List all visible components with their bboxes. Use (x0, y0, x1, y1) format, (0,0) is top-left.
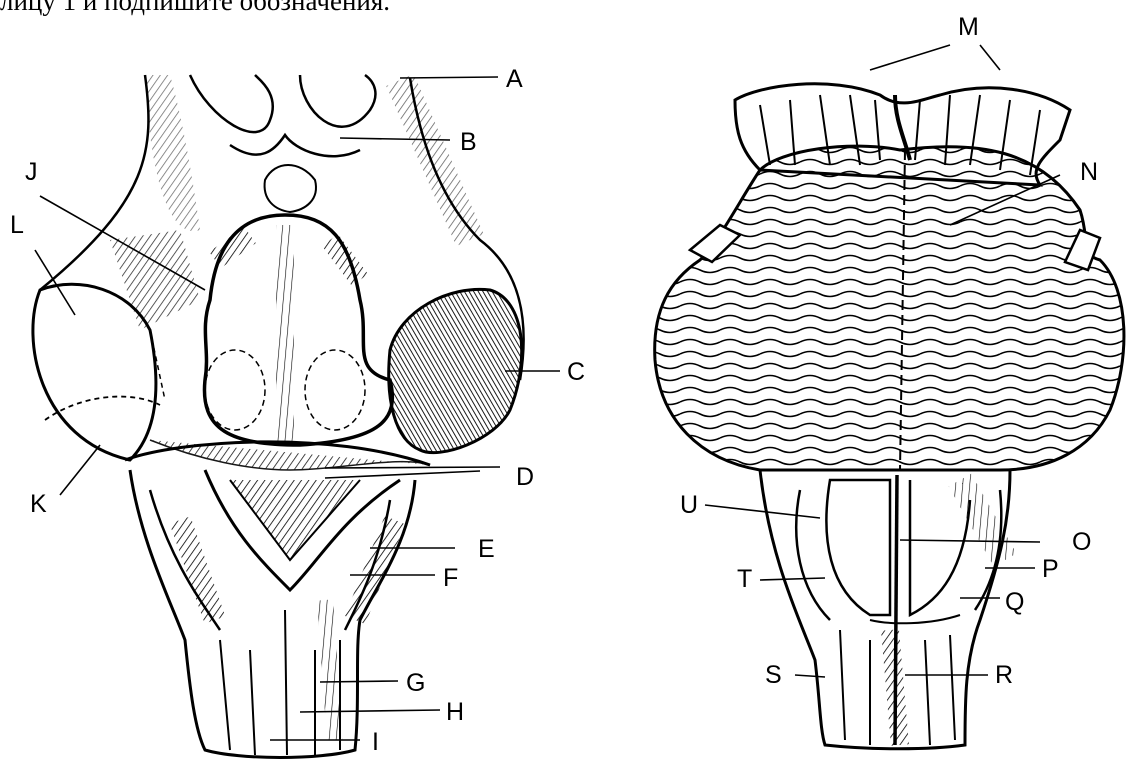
label-N: N (1080, 160, 1098, 185)
label-L: L (10, 213, 24, 238)
label-M: M (958, 15, 979, 40)
label-Q: Q (1005, 590, 1024, 615)
label-A: A (506, 67, 523, 92)
dorsal-brainstem-drawing (33, 75, 524, 758)
label-T: T (737, 567, 752, 592)
label-E: E (478, 537, 495, 562)
label-O: O (1072, 530, 1091, 555)
label-G: G (406, 671, 425, 696)
label-D: D (516, 465, 534, 490)
label-P: P (1042, 557, 1059, 582)
label-U: U (680, 493, 698, 518)
label-S: S (765, 663, 782, 688)
label-C: C (567, 360, 585, 385)
label-I: I (372, 730, 379, 755)
label-J: J (25, 160, 38, 185)
label-R: R (995, 663, 1013, 688)
label-H: H (446, 700, 464, 725)
label-K: K (30, 492, 47, 517)
label-B: B (460, 130, 477, 155)
ventral-brainstem-drawing (655, 84, 1124, 749)
label-F: F (443, 566, 458, 591)
